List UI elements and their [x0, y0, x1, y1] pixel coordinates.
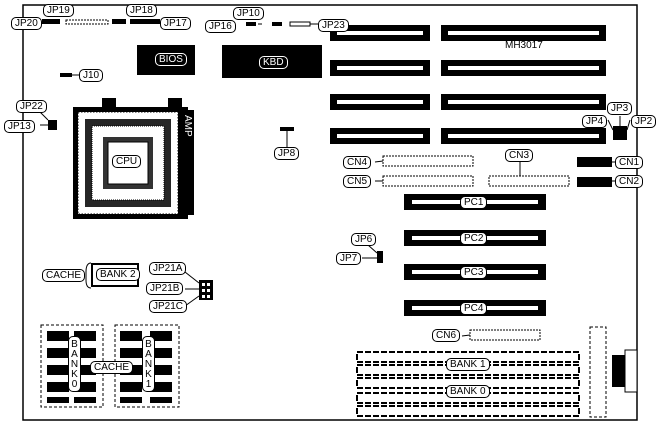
- jp6-label: JP6: [351, 233, 377, 246]
- cn3-label: CN3: [505, 149, 534, 162]
- jp8-label: JP8: [274, 147, 300, 160]
- jp13-label: JP13: [4, 120, 35, 133]
- pci-slot-2-label: PC2: [460, 232, 488, 245]
- cpu-socket: [73, 98, 194, 219]
- cn4-label: CN4: [343, 156, 372, 169]
- cn6-label: CN6: [432, 329, 461, 342]
- jp10-label: JP10: [233, 7, 264, 20]
- jp16-label: JP16: [205, 20, 236, 33]
- cpu-label: CPU: [112, 155, 142, 168]
- jp21a-label: JP21A: [149, 262, 187, 275]
- isa-slots-right: [441, 25, 606, 144]
- simm-bank0-label: BANK 0: [446, 385, 490, 398]
- board-model-label: MH3017: [505, 40, 543, 51]
- cn1-label: CN1: [615, 156, 644, 169]
- cache-sram-left: [40, 324, 104, 408]
- kbd-label: KBD: [259, 56, 288, 69]
- jp21b-label: JP21B: [146, 282, 184, 295]
- cn5-label: CN5: [343, 175, 372, 188]
- pci-slot-3-label: PC3: [460, 266, 488, 279]
- cache-bank0-label: BANK0: [68, 336, 81, 392]
- jp2-label: JP2: [631, 115, 657, 128]
- cache-center-label: CACHE: [90, 361, 134, 374]
- cache-label: CACHE: [42, 269, 86, 282]
- jp19-label: JP19: [43, 4, 74, 17]
- isa-slots-left: [330, 25, 430, 144]
- amp-label: AMP: [182, 115, 193, 137]
- simm-bank1-label: BANK 1: [446, 358, 490, 371]
- jp3-label: JP3: [607, 102, 633, 115]
- pci-slot-4-label: PC4: [460, 302, 488, 315]
- j10-label: J10: [79, 69, 104, 82]
- bios-label: BIOS: [155, 53, 187, 66]
- jp17-label: JP17: [160, 17, 191, 30]
- cache-bank2-label: BANK 2: [96, 268, 140, 281]
- jp23-label: JP23: [318, 19, 349, 32]
- cn2-label: CN2: [615, 175, 644, 188]
- jp4-label: JP4: [582, 115, 608, 128]
- jp7-label: JP7: [336, 252, 362, 265]
- cache-bank1-label: BANK1: [142, 336, 155, 392]
- jp21c-label: JP21C: [149, 300, 188, 313]
- jp20-label: JP20: [11, 17, 42, 30]
- jp18-label: JP18: [126, 4, 157, 17]
- jp22-label: JP22: [16, 100, 47, 113]
- pci-slot-1-label: PC1: [460, 196, 488, 209]
